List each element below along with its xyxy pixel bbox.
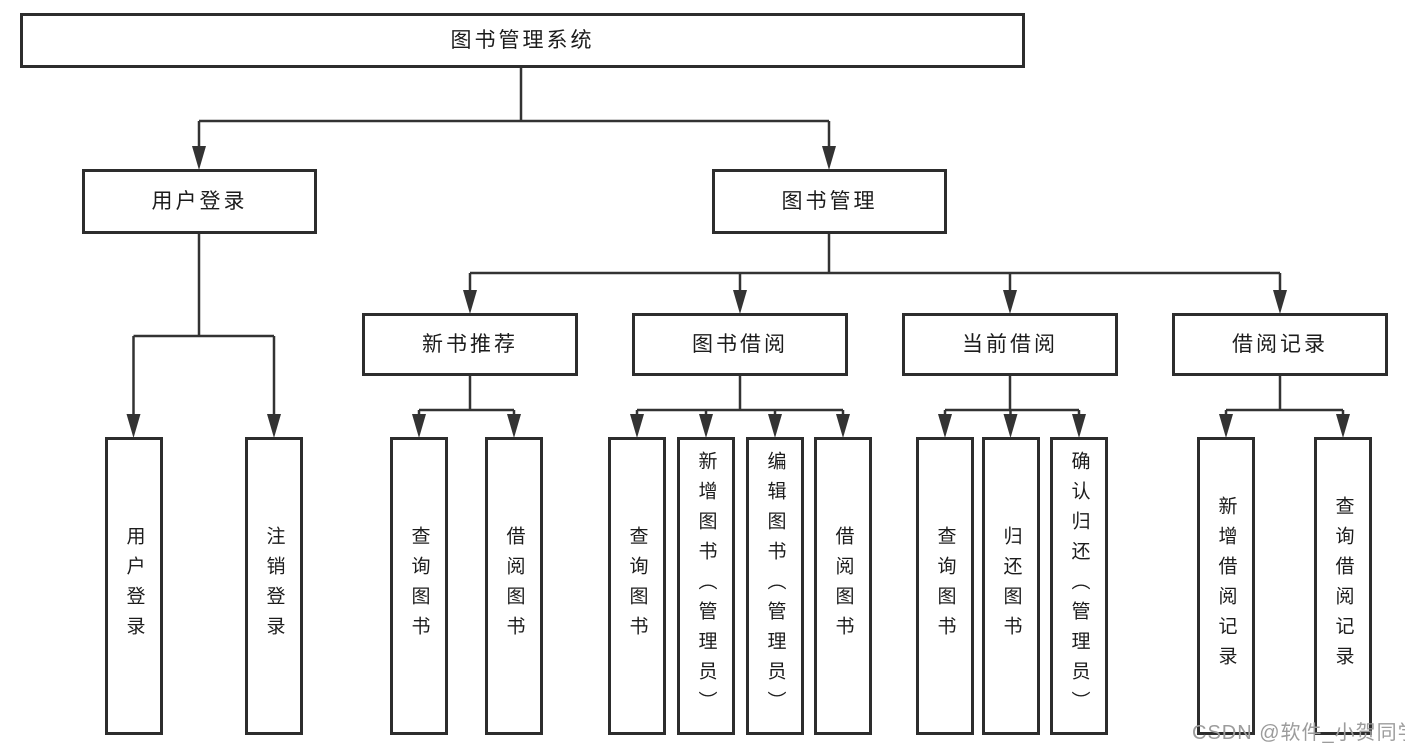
leaf-query-books-recommend: 查询图书 [390, 437, 448, 735]
node-label: 用户登录 [123, 526, 145, 646]
leaf-query-borrow-record: 查询借阅记录 [1314, 437, 1372, 735]
arrowhead [192, 146, 206, 170]
arrowhead [126, 414, 141, 438]
connector-current-borrow-to-leaves [938, 376, 1086, 438]
node-label: 当前借阅 [962, 333, 1058, 356]
node-label: 图书借阅 [692, 333, 788, 356]
connector-new-book-to-leaves [412, 376, 521, 438]
leaf-add-books-admin: 新增图书（管理员） [677, 437, 735, 735]
node-borrow-record: 借阅记录 [1172, 313, 1388, 376]
node-label: 查询图书 [408, 526, 430, 646]
arrowhead [768, 414, 782, 438]
leaf-return-books: 归还图书 [982, 437, 1040, 735]
node-new-book-recommend: 新书推荐 [362, 313, 578, 376]
arrowhead [630, 414, 644, 438]
node-label: 注销登录 [263, 526, 285, 646]
node-book-borrow: 图书借阅 [632, 313, 848, 376]
csdn-watermark: CSDN @软件_小贺同学 [1192, 722, 1405, 744]
node-root-book-management-system: 图书管理系统 [20, 13, 1025, 68]
node-label: 新增图书（管理员） [695, 451, 717, 721]
node-label: 借阅图书 [832, 526, 854, 646]
leaf-query-books-current: 查询图书 [916, 437, 974, 735]
node-user-login: 用户登录 [82, 169, 317, 234]
leaf-edit-books-admin: 编辑图书（管理员） [746, 437, 804, 735]
node-label: 查询借阅记录 [1332, 496, 1354, 676]
connector-borrow-record-to-leaves [1219, 376, 1350, 438]
leaf-borrow-books: 借阅图书 [814, 437, 872, 735]
connector-book-borrow-to-leaves [630, 376, 850, 438]
node-current-borrow: 当前借阅 [902, 313, 1118, 376]
arrowhead [267, 414, 281, 438]
arrowhead [1072, 414, 1086, 438]
arrowhead [836, 414, 850, 438]
arrowhead [1336, 414, 1350, 438]
node-label: 新书推荐 [422, 333, 518, 356]
node-label: 查询图书 [626, 526, 648, 646]
arrowhead [1003, 414, 1018, 438]
node-label: 借阅图书 [503, 526, 525, 646]
connector-book-management-to-level3 [463, 234, 1287, 314]
connector-user-login-to-leaves [126, 234, 281, 438]
arrowhead [938, 414, 952, 438]
node-book-management: 图书管理 [712, 169, 947, 234]
node-label: 图书管理 [781, 190, 878, 213]
arrowhead [699, 414, 713, 438]
arrowhead [412, 414, 426, 438]
arrowhead [507, 414, 521, 438]
arrowhead [822, 146, 836, 170]
node-label: 图书管理系统 [450, 29, 595, 52]
leaf-user-login: 用户登录 [105, 437, 163, 735]
node-label: 确认归还（管理员） [1068, 451, 1090, 721]
node-label: 借阅记录 [1232, 333, 1328, 356]
node-label: 查询图书 [934, 526, 956, 646]
arrowhead [1003, 290, 1017, 314]
leaf-add-borrow-record: 新增借阅记录 [1197, 437, 1255, 735]
leaf-borrow-books-recommend: 借阅图书 [485, 437, 543, 735]
node-label: 归还图书 [1000, 526, 1022, 646]
arrowhead [463, 290, 477, 314]
node-label: 新增借阅记录 [1215, 496, 1237, 676]
leaf-confirm-return-admin: 确认归还（管理员） [1050, 437, 1108, 735]
arrowhead [1273, 290, 1287, 314]
leaf-query-books-borrow: 查询图书 [608, 437, 666, 735]
node-label: 编辑图书（管理员） [764, 451, 786, 721]
connector-root-to-level2 [192, 68, 836, 170]
leaf-logout: 注销登录 [245, 437, 303, 735]
arrowhead [733, 290, 747, 314]
node-label: 用户登录 [151, 190, 248, 213]
arrowhead [1219, 414, 1233, 438]
